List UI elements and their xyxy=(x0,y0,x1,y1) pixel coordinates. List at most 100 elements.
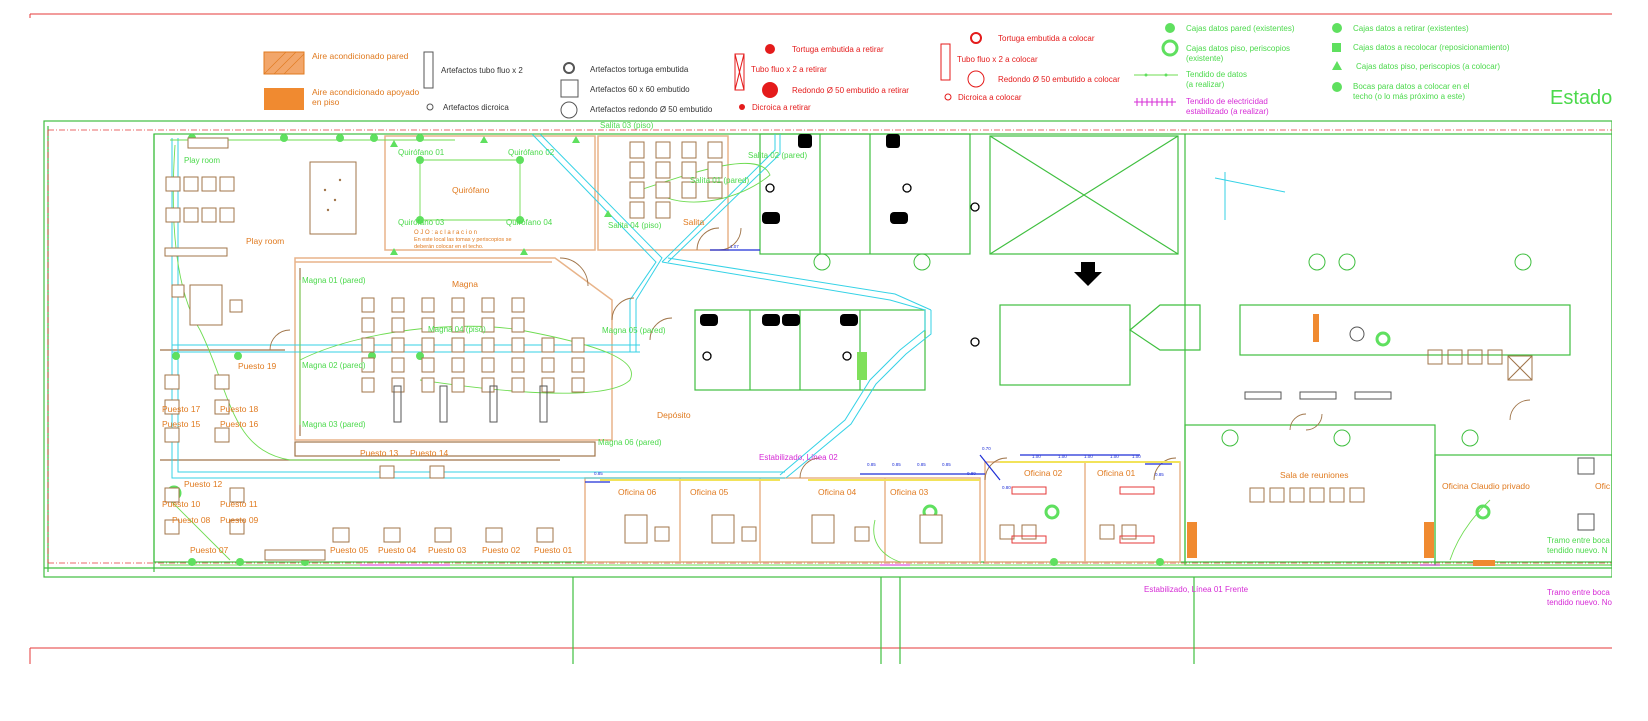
annotations: Estabilizado, Línea 02 Estabilizado, Lín… xyxy=(759,453,1612,607)
dichroic-icon xyxy=(426,103,434,111)
round-50-icon xyxy=(560,101,578,119)
room-label: Puesto 18 xyxy=(220,404,259,414)
legend-60x60: Artefactos 60 x 60 embutido xyxy=(590,85,690,94)
dichroic-place-icon xyxy=(944,93,952,101)
room-label: Magna 05 (pared) xyxy=(602,326,666,335)
room-label: Quirófano 02 xyxy=(508,148,555,157)
data-wall-icon xyxy=(1165,23,1175,33)
room-label: Puesto 12 xyxy=(184,479,223,489)
room-label: Oficina 06 xyxy=(618,487,657,497)
doors xyxy=(269,227,1531,481)
room-label: Magna 04 (piso) xyxy=(428,325,486,334)
dim-label: 1.00 xyxy=(1084,454,1093,459)
room-label: Oficina 04 xyxy=(818,487,857,497)
segment-note-mag-1: Tramo entre boca xyxy=(1547,588,1610,597)
fluo-place-icon xyxy=(940,43,951,81)
dim-label: 1.00 xyxy=(1058,454,1067,459)
fixture-60-icon xyxy=(560,79,579,98)
room-label: Oficina 05 xyxy=(690,487,729,497)
room-note-1: En este local las tomas y periscopios se xyxy=(414,237,512,243)
dimension-labels: 1.07 0.85 0.85 0.85 0.85 0.85 0.80 0.70 … xyxy=(594,244,1164,490)
legend-data-floor-1: Cajas datos piso, periscopios xyxy=(1186,44,1290,53)
dim-label: 0.85 xyxy=(1155,472,1164,477)
legend-turtle: Artefactos tortuga embutida xyxy=(590,65,689,74)
stabilized-line-01-label: Estabilizado, Línea 01 Frente xyxy=(1144,585,1249,594)
sheet-title: Estado xyxy=(1550,87,1612,109)
dim-label: 1.00 xyxy=(1132,454,1141,459)
data-boxes xyxy=(166,134,1491,566)
room-label: Puesto 05 xyxy=(330,545,369,555)
ceiling-box-icon xyxy=(1332,82,1342,92)
legend: Aire acondicionado pared Aire acondicion… xyxy=(263,23,1612,119)
room-label: Puesto 08 xyxy=(172,515,211,525)
ac-floor-swatch xyxy=(264,88,304,110)
room-label: Magna 02 (pared) xyxy=(302,361,366,370)
room-label: Play room xyxy=(246,236,284,246)
room-label: Puesto 09 xyxy=(220,515,259,525)
dim-label: 0.85 xyxy=(867,462,876,467)
room-label: Oficina 03 xyxy=(890,487,929,497)
fluo-tube-icon xyxy=(423,51,434,89)
data-remove-icon xyxy=(1332,23,1342,33)
legend-data-cabling-1: Tendido de datos xyxy=(1186,70,1247,79)
legend-stabilized-2: estabilizado (a realizar) xyxy=(1186,107,1269,116)
room-label: Salita 02 (pared) xyxy=(748,151,807,160)
legend-data-remove: Cajas datos a retirar (existentes) xyxy=(1353,24,1469,33)
segment-note-green-2: tendido nuevo. N xyxy=(1547,546,1608,555)
legend-dichroic-place: Dicroica a colocar xyxy=(958,93,1022,102)
round-remove-icon xyxy=(762,82,778,98)
legend-ac-floor-2: en piso xyxy=(312,97,340,107)
room-label: Magna xyxy=(452,279,478,289)
stabilized-line-02-label: Estabilizado, Línea 02 xyxy=(759,453,838,462)
room-label: Oficina 02 xyxy=(1024,468,1063,478)
legend-turtle-place: Tortuga embutida a colocar xyxy=(998,34,1095,43)
room-label: Puesto 07 xyxy=(190,545,229,555)
dim-label: 0.85 xyxy=(892,462,901,467)
dim-label: 0.70 xyxy=(982,446,991,451)
legend-fluo: Artefactos tubo fluo x 2 xyxy=(441,66,523,75)
data-floor-place-icon xyxy=(1332,61,1342,70)
legend-round-remove: Redondo Ø 50 embutido a retirar xyxy=(792,86,909,95)
magna-seating xyxy=(361,297,585,393)
turtle-place-icon xyxy=(970,32,982,44)
dim-label: 0.80 xyxy=(1002,485,1011,490)
interior-walls xyxy=(160,133,1613,566)
legend-dichroic: Artefactos dicroica xyxy=(443,103,509,112)
room-label: Quirófano 01 xyxy=(398,148,445,157)
stabilized-line-icon xyxy=(1134,98,1176,106)
down-arrow-icon xyxy=(1074,262,1102,286)
room-label: Sala de reuniones xyxy=(1280,470,1349,480)
dichroic-remove-icon xyxy=(739,104,745,110)
room-label: Puesto 03 xyxy=(428,545,467,555)
turtle-remove-icon xyxy=(765,44,775,54)
round-place-icon xyxy=(967,70,985,88)
dim-label: 1.07 xyxy=(730,244,739,249)
legend-round50: Artefactos redondo Ø 50 embutido xyxy=(590,105,713,114)
legend-ceiling-1: Bocas para datos a colocar en el xyxy=(1353,82,1470,91)
room-label: Puesto 01 xyxy=(534,545,573,555)
room-label: Oficina 01 xyxy=(1097,468,1136,478)
room-note-title: O J O : a c l a r a c i o n xyxy=(414,230,477,236)
dim-label: 0.85 xyxy=(594,471,603,476)
turtle-icon xyxy=(563,62,575,74)
dim-label: 1.00 xyxy=(1032,454,1041,459)
legend-ceiling-2: techo (o lo más próximo a este) xyxy=(1353,92,1465,101)
legend-ac-wall: Aire acondicionado pared xyxy=(312,51,409,61)
furniture xyxy=(164,137,1533,566)
room-note-2: deberán colocar en el techo. xyxy=(414,244,484,250)
light-fixtures xyxy=(393,134,1595,531)
legend-ac-floor-1: Aire acondicionado apoyado xyxy=(312,87,420,97)
legend-turtle-remove: Tortuga embutida a retirar xyxy=(792,45,884,54)
legend-fluo-remove: Tubo fluo x 2 a retirar xyxy=(751,65,827,74)
legend-round-place: Redondo Ø 50 embutido a colocar xyxy=(998,75,1120,84)
shaft xyxy=(989,135,1179,255)
legend-data-cabling-2: (a realizar) xyxy=(1186,80,1225,89)
room-label: Puesto 10 xyxy=(162,499,201,509)
legend-data-floor-2: (existente) xyxy=(1186,54,1224,63)
fluo-remove-icon xyxy=(734,53,745,91)
room-label: Puesto 11 xyxy=(220,499,258,509)
segment-note-green-1: Tramo entre boca xyxy=(1547,536,1610,545)
ac-wall-swatch xyxy=(263,51,305,75)
room-label: Magna 01 (pared) xyxy=(302,276,366,285)
